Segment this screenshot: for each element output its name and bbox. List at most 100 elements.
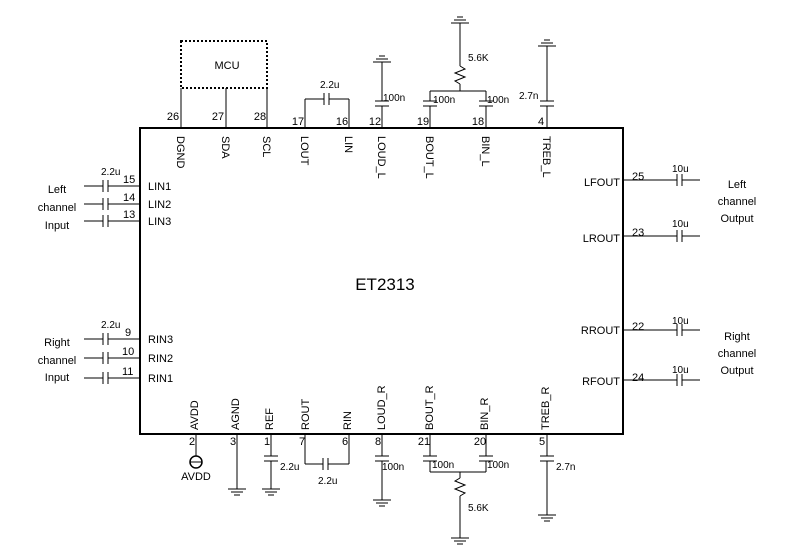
ground-icon xyxy=(538,514,556,522)
ground-icon xyxy=(451,16,469,24)
pin-number: 14 xyxy=(123,192,135,204)
pin-number: 9 xyxy=(125,327,131,339)
cap-value: 2.2u xyxy=(101,320,120,331)
cap-value: 10u xyxy=(672,219,689,230)
mcu-label: MCU xyxy=(214,60,239,72)
cap-value: 2.7n xyxy=(519,91,538,102)
right-input-label: channel xyxy=(38,355,77,367)
pin-name: RIN1 xyxy=(148,373,173,385)
pin-name: LIN xyxy=(342,136,354,153)
pin-name: AGND xyxy=(230,398,242,430)
pin-number: 13 xyxy=(123,209,135,221)
cap-value: 10u xyxy=(672,365,689,376)
cap-value: 100n xyxy=(432,460,454,471)
pin-number: 20 xyxy=(474,436,486,448)
pin-name: RIN2 xyxy=(148,353,173,365)
pin-number: 23 xyxy=(632,227,644,239)
pin-name: SDA xyxy=(219,136,231,159)
chip-body xyxy=(139,127,624,435)
pin-name: LOUT xyxy=(298,136,310,166)
bottom-wiring xyxy=(189,434,554,538)
cap-value: 2.2u xyxy=(320,80,339,91)
cap-value: 100n xyxy=(487,460,509,471)
left-input-label: Input xyxy=(45,220,69,232)
pin-number: 7 xyxy=(299,436,305,448)
right-input-label: Right xyxy=(44,337,70,349)
pin-number: 1 xyxy=(264,436,270,448)
left-wiring xyxy=(84,180,140,384)
pin-name: LOUD_R xyxy=(376,385,388,430)
pin-name: SCL xyxy=(260,136,272,157)
pin-name: BIN_R xyxy=(479,398,491,430)
pin-number: 5 xyxy=(539,436,545,448)
pin-number: 6 xyxy=(342,436,348,448)
pin-number: 24 xyxy=(632,372,644,384)
cap-value: 100n xyxy=(383,93,405,104)
pin-number: 12 xyxy=(369,116,381,128)
right-output-label: channel xyxy=(718,348,757,360)
cap-value: 100n xyxy=(487,95,509,106)
cap-value: 100n xyxy=(433,95,455,106)
right-wiring xyxy=(623,174,700,386)
ground-icon xyxy=(262,488,280,496)
left-output-label: channel xyxy=(718,196,757,208)
pin-name: LIN2 xyxy=(148,199,171,211)
cap-value: 2.2u xyxy=(280,462,299,473)
pin-name: TREB_R xyxy=(540,387,552,430)
pin-number: 18 xyxy=(472,116,484,128)
pin-number: 19 xyxy=(417,116,429,128)
chip-name: ET2313 xyxy=(355,275,415,294)
pin-name: TREB_L xyxy=(540,136,552,178)
avdd-supply-label: AVDD xyxy=(181,471,211,483)
pin-name: ROUT xyxy=(300,399,312,430)
pin-name: RIN xyxy=(342,411,354,430)
ground-icon xyxy=(538,39,556,47)
pin-number: 10 xyxy=(122,346,134,358)
cap-value: 100n xyxy=(382,462,404,473)
ground-icon xyxy=(451,537,469,545)
cap-value: 2.2u xyxy=(101,167,120,178)
pin-number: 16 xyxy=(336,116,348,128)
top-wiring xyxy=(180,23,554,128)
pin-name: BIN_L xyxy=(479,136,491,167)
pin-number: 26 xyxy=(167,111,179,123)
mcu-box xyxy=(180,40,268,89)
pin-name: LIN3 xyxy=(148,216,171,228)
pin-name: LOUD_L xyxy=(375,136,387,179)
cap-value: 2.7n xyxy=(556,462,575,473)
pin-number: 3 xyxy=(230,436,236,448)
pin-number: 15 xyxy=(123,174,135,186)
cap-value: 10u xyxy=(672,164,689,175)
pin-number: 27 xyxy=(212,111,224,123)
ground-icon xyxy=(373,499,391,507)
pin-name: LFOUT xyxy=(584,177,620,189)
left-output-label: Left xyxy=(728,179,746,191)
pin-number: 11 xyxy=(122,366,133,378)
pin-name: RFOUT xyxy=(582,376,620,388)
left-input-label: Left xyxy=(48,184,66,196)
ground-icon xyxy=(228,488,246,496)
left-input-label: channel xyxy=(38,202,77,214)
ground-icon xyxy=(373,55,391,63)
left-output-label: Output xyxy=(720,213,753,225)
pin-name: BOUT_R xyxy=(424,385,436,430)
resistor-value: 5.6K xyxy=(468,53,489,64)
cap-value: 10u xyxy=(672,316,689,327)
pin-number: 22 xyxy=(632,321,644,333)
pin-name: REF xyxy=(264,408,276,430)
pin-name: RIN3 xyxy=(148,334,173,346)
right-output-label: Right xyxy=(724,331,750,343)
pin-name: LIN1 xyxy=(148,181,171,193)
pin-number: 2 xyxy=(189,436,195,448)
pin-name: RROUT xyxy=(581,325,620,337)
pin-number: 17 xyxy=(292,116,304,128)
right-output-label: Output xyxy=(720,365,753,377)
resistor-value: 5.6K xyxy=(468,503,489,514)
pin-name: AVDD xyxy=(189,400,201,430)
pin-name: LROUT xyxy=(583,233,621,245)
pin-number: 21 xyxy=(418,436,430,448)
right-input-label: Input xyxy=(45,372,69,384)
pin-number: 25 xyxy=(632,171,644,183)
pin-number: 28 xyxy=(254,111,266,123)
pin-name: DGND xyxy=(174,136,186,168)
